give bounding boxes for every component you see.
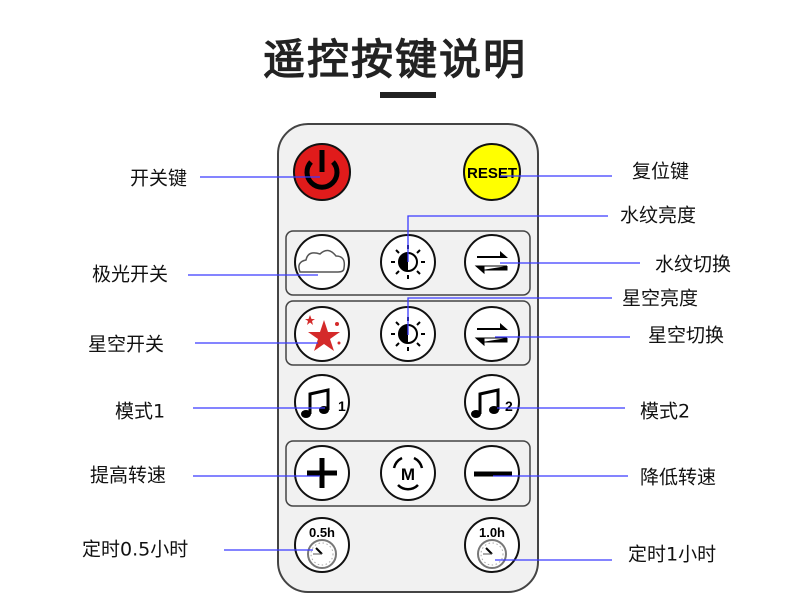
- label-water-switch: 水纹切换: [655, 253, 732, 276]
- label-water-brightness: 水纹亮度: [620, 204, 697, 227]
- timer-half-hour-button[interactable]: 0.5h: [294, 517, 350, 573]
- mode1-button[interactable]: 1: [294, 374, 350, 430]
- svg-text:2: 2: [505, 398, 513, 414]
- svg-text:RESET: RESET: [467, 165, 517, 182]
- label-mode2: 模式2: [640, 400, 691, 423]
- label-speed-up: 提高转速: [90, 464, 167, 487]
- label-reset: 复位键: [632, 160, 690, 183]
- label-mode1: 模式1: [115, 400, 166, 423]
- speed-down-button[interactable]: [464, 445, 520, 501]
- svg-text:1: 1: [338, 398, 346, 414]
- power-icon: [304, 160, 340, 190]
- clock-icon: [307, 539, 337, 569]
- page-title: 遥控按键说明: [262, 35, 527, 84]
- title-underline: [380, 92, 436, 98]
- plus-icon: [307, 458, 337, 488]
- clock-icon: [477, 539, 507, 569]
- label-timer-one: 定时1小时: [628, 543, 717, 566]
- star-toggle-button[interactable]: [294, 306, 350, 362]
- star-switch-button[interactable]: [464, 306, 520, 362]
- mode2-button[interactable]: 2: [464, 374, 520, 430]
- power-button[interactable]: [293, 143, 351, 201]
- aurora-toggle-button[interactable]: [294, 234, 350, 290]
- label-speed-down: 降低转速: [640, 466, 717, 489]
- star-icon: [308, 320, 340, 351]
- label-power: 开关键: [130, 167, 188, 190]
- speed-up-button[interactable]: [294, 445, 350, 501]
- label-aurora-toggle: 极光开关: [92, 263, 169, 286]
- svg-text:0.5h: 0.5h: [309, 525, 335, 540]
- label-star-brightness: 星空亮度: [622, 287, 699, 310]
- reset-button[interactable]: RESET: [463, 143, 521, 201]
- leader-lines: [188, 175, 640, 561]
- water-switch-button[interactable]: [464, 234, 520, 290]
- label-star-toggle: 星空开关: [88, 333, 165, 356]
- timer-one-hour-button[interactable]: 1.0h: [464, 517, 520, 573]
- svg-text:1.0h: 1.0h: [479, 525, 505, 540]
- speed-group: [285, 440, 531, 507]
- svg-text:M: M: [401, 465, 415, 484]
- cloud-icon: [298, 249, 346, 273]
- label-timer-half: 定时0.5小时: [82, 538, 189, 561]
- mode-button[interactable]: M: [380, 445, 436, 501]
- label-star-switch: 星空切换: [648, 324, 725, 347]
